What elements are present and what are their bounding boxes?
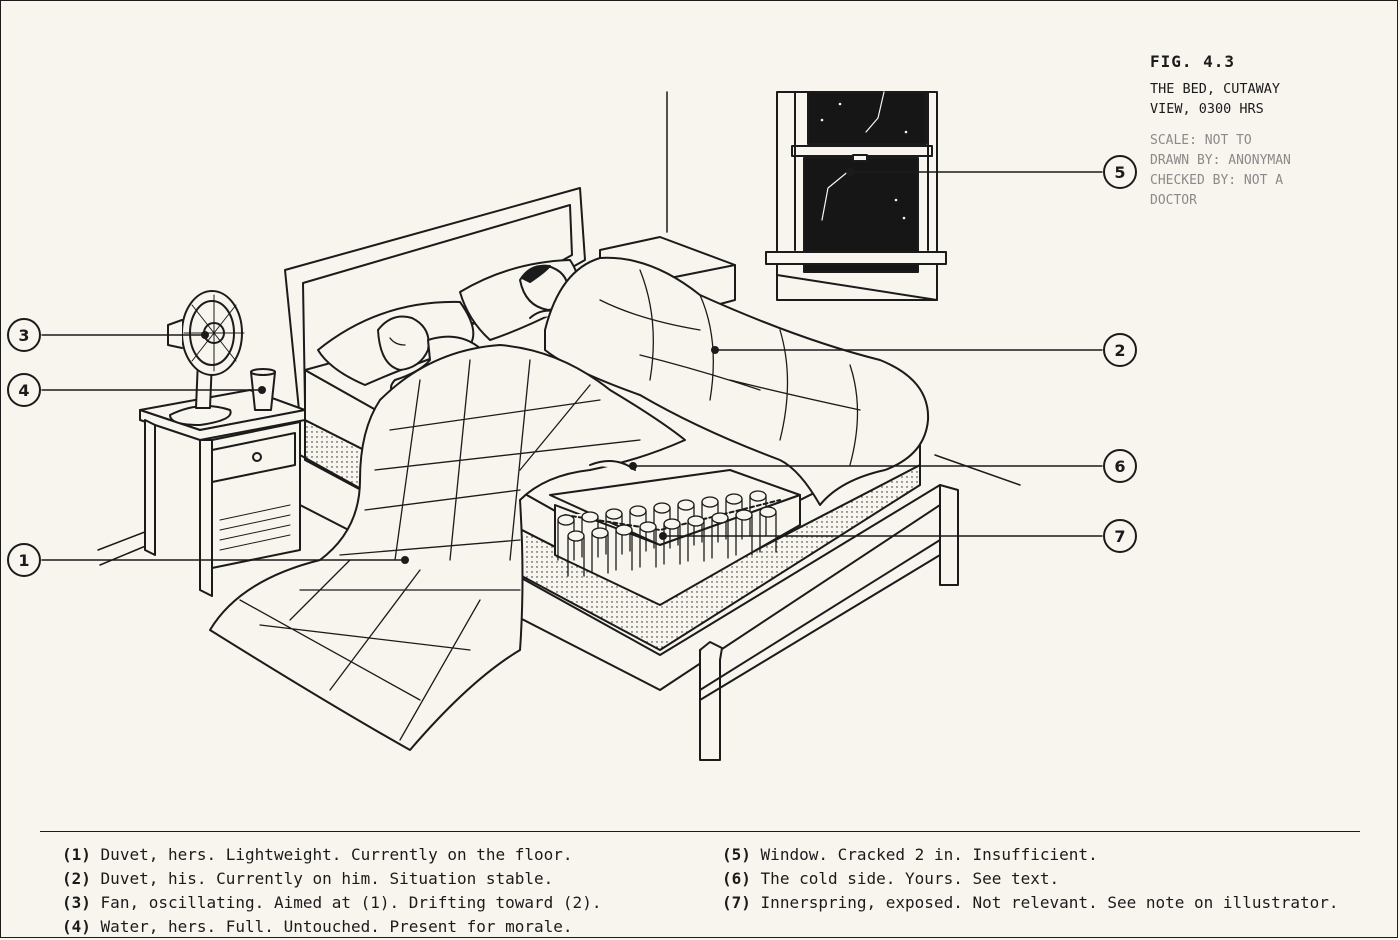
- spring-coil: [567, 530, 585, 542]
- callout-3: 3: [7, 318, 41, 352]
- legend-number: (1): [62, 845, 91, 864]
- legend-text: Duvet, his. Currently on him. Situation …: [100, 869, 554, 888]
- legend-number: (3): [62, 893, 91, 912]
- spring-coil: [677, 499, 695, 511]
- spring-coil-side: [735, 514, 753, 556]
- leader-lines: [41, 171, 1103, 561]
- spring-coil-side: [663, 523, 681, 565]
- spring-coil-side: [591, 532, 609, 574]
- room-lines: [97, 91, 1021, 566]
- duvet-his: [544, 256, 930, 506]
- legend-text: The cold side. Yours. See text.: [760, 869, 1060, 888]
- legend-text: Water, hers. Full. Untouched. Present fo…: [100, 917, 573, 936]
- legend-number: (4): [62, 917, 91, 936]
- legend-number: (5): [722, 845, 751, 864]
- spring-coil: [557, 514, 575, 526]
- legend-item-6: (6) The cold side. Yours. See text.: [722, 867, 1339, 891]
- legend-item-4: (4) Water, hers. Full. Untouched. Presen…: [62, 915, 601, 939]
- spring-coil-side: [759, 511, 777, 553]
- legend-divider: [40, 831, 1360, 832]
- spring-coil-side: [687, 520, 705, 562]
- spring-coil: [735, 509, 753, 521]
- title-block: FIG. 4.3 THE BED, CUTAWAY VIEW, 0300 HRS…: [1150, 52, 1390, 211]
- bed-illustration: [41, 91, 1103, 761]
- spring-coil: [591, 527, 609, 539]
- spring-coil-side: [639, 526, 657, 568]
- spring-coil: [749, 490, 767, 502]
- figure-label: FIG. 4.3: [1150, 52, 1236, 71]
- meta-checked-by: CHECKED BY: NOT A DOCTOR: [1150, 173, 1284, 208]
- legend-text: Fan, oscillating. Aimed at (1). Drifting…: [100, 893, 602, 912]
- fan: [167, 290, 245, 426]
- spring-coil: [581, 511, 599, 523]
- callout-7: 7: [1103, 519, 1137, 553]
- meta-drawn-by: DRAWN BY: ANONYMAN: [1150, 153, 1291, 168]
- figure-subtitle: THE BED, CUTAWAY VIEW, 0300 HRS: [1150, 81, 1281, 117]
- meta-scale: SCALE: NOT TO: [1150, 133, 1252, 148]
- spring-coil: [687, 515, 705, 527]
- spring-coils: [557, 490, 777, 577]
- spring-coil: [663, 518, 681, 530]
- leader-dots: [201, 168, 854, 564]
- callout-2: 2: [1103, 333, 1137, 367]
- spring-coil: [653, 502, 671, 514]
- callout-5: 5: [1103, 155, 1137, 189]
- spring-coil: [701, 496, 719, 508]
- window: [765, 91, 947, 301]
- spring-coil: [615, 524, 633, 536]
- spring-coil-side: [615, 529, 633, 571]
- legend-item-2: (2) Duvet, his. Currently on him. Situat…: [62, 867, 601, 891]
- callout-6: 6: [1103, 449, 1137, 483]
- legend-number: (6): [722, 869, 751, 888]
- legend-text: Window. Cracked 2 in. Insufficient.: [760, 845, 1098, 864]
- legend-right-column: (5) Window. Cracked 2 in. Insufficient. …: [722, 843, 1339, 915]
- spring-coil: [629, 505, 647, 517]
- legend-number: (7): [722, 893, 751, 912]
- legend-text: Innerspring, exposed. Not relevant. See …: [760, 893, 1339, 912]
- spring-coil: [711, 512, 729, 524]
- legend-item-5: (5) Window. Cracked 2 in. Insufficient.: [722, 843, 1339, 867]
- legend-left-column: (1) Duvet, hers. Lightweight. Currently …: [62, 843, 601, 939]
- sleeping-man: [519, 264, 569, 319]
- spring-coil: [605, 508, 623, 520]
- spring-coil-side: [567, 535, 585, 577]
- spring-coil-side: [711, 517, 729, 559]
- callout-4: 4: [7, 373, 41, 407]
- legend-item-7: (7) Innerspring, exposed. Not relevant. …: [722, 891, 1339, 915]
- spring-coil: [639, 521, 657, 533]
- spring-coil: [759, 506, 777, 518]
- spring-coil: [725, 493, 743, 505]
- legend-text: Duvet, hers. Lightweight. Currently on t…: [100, 845, 573, 864]
- legend-item-3: (3) Fan, oscillating. Aimed at (1). Drif…: [62, 891, 601, 915]
- legend-number: (2): [62, 869, 91, 888]
- legend-item-1: (1) Duvet, hers. Lightweight. Currently …: [62, 843, 601, 867]
- callout-1: 1: [7, 543, 41, 577]
